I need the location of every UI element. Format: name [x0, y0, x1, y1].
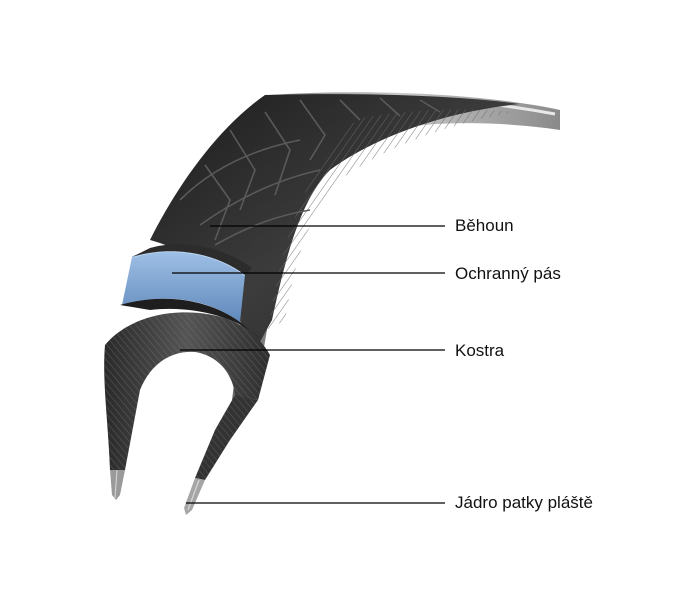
puncture-belt — [122, 244, 252, 322]
leader-lines — [172, 225, 445, 504]
bead-core — [110, 469, 205, 515]
casing — [104, 298, 270, 480]
label-tread: Běhoun — [455, 216, 514, 235]
label-casing: Kostra — [455, 341, 505, 360]
label-bead-core: Jádro patky pláště — [455, 493, 593, 512]
label-puncture-belt: Ochranný pás — [455, 264, 561, 283]
